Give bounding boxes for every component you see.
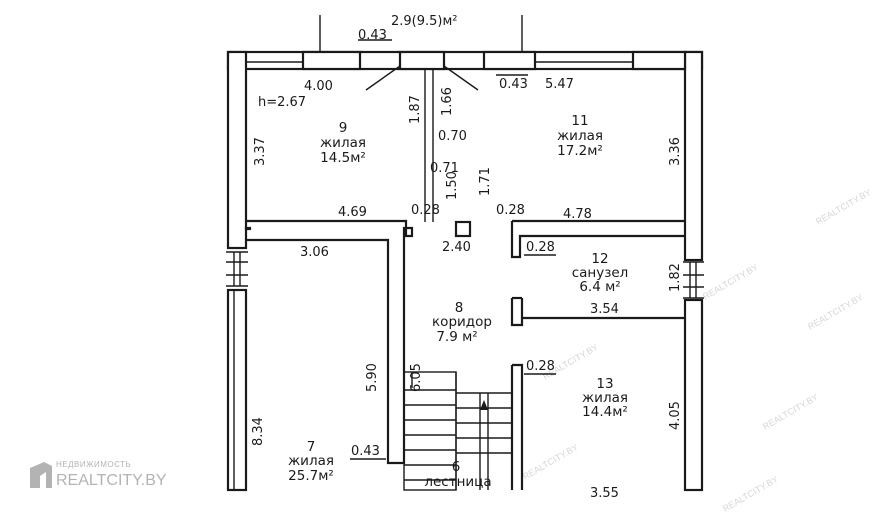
dimension-label: 0.43 — [358, 28, 387, 43]
watermark-text: REALTCITY.BY — [814, 187, 873, 227]
dimension-label: 3.36 — [668, 137, 683, 166]
logo-tagline: НЕДВИЖИМОСТЬ — [56, 460, 131, 469]
dimension-label: 3.55 — [590, 486, 619, 501]
staircase — [403, 371, 512, 491]
room-11: 11 жилая 17.2м² — [557, 113, 603, 159]
room-number: 9 — [339, 120, 348, 136]
watermark-text: REALTCITY.BY — [521, 442, 580, 482]
dimension-label: 0.71 — [430, 161, 459, 176]
dimension-label: 6.05 — [409, 363, 424, 392]
watermark-text: REALTCITY.BY — [701, 262, 760, 302]
room-number: 13 — [596, 376, 613, 392]
room-area: 7.9 м² — [436, 329, 477, 345]
dimension-label: 1.50 — [445, 171, 460, 200]
dimension-label: 8.34 — [251, 417, 266, 446]
dimension-label: 3.06 — [300, 245, 329, 260]
dimension-label: 0.28 — [411, 203, 440, 218]
dimension-label: 2.9(9.5)м² — [391, 14, 458, 29]
room-number: 11 — [571, 113, 588, 129]
dimension-label: 1.87 — [408, 95, 423, 124]
watermark-text: REALTCITY.BY — [721, 474, 780, 514]
room-type: лестница — [424, 474, 491, 490]
dimension-label: 2.40 — [442, 240, 471, 255]
dimension-label: 3.37 — [253, 137, 268, 166]
room-type: жилая — [582, 390, 628, 406]
dimension-label: 0.28 — [526, 359, 555, 374]
watermark-text: REALTCITY.BY — [761, 392, 820, 432]
room-13: 13 жилая 14.4м² — [582, 376, 628, 420]
site-logo: НЕДВИЖИМОСТЬ REALTCITY.BY — [30, 460, 167, 489]
room-area: 14.5м² — [320, 150, 366, 166]
dimension-label: 1.71 — [478, 167, 493, 196]
watermark-text: REALTCITY.BY — [806, 292, 865, 332]
room-area: 14.4м² — [582, 404, 628, 420]
room-7: 7 жилая 25.7м² — [288, 439, 334, 484]
dimension-label: 0.43 — [499, 77, 528, 92]
dimension-label: 0.70 — [438, 129, 467, 144]
left-window — [226, 251, 248, 490]
room-number: 8 — [455, 300, 464, 316]
top-fragment — [319, 15, 523, 52]
room-type: жилая — [320, 135, 366, 151]
right-window — [683, 261, 704, 299]
dimension-label: 4.78 — [563, 207, 592, 222]
dimension-label: 0.28 — [496, 203, 525, 218]
room-number: 7 — [307, 439, 316, 455]
dimension-label: 0.28 — [526, 240, 555, 255]
top-windows — [246, 50, 687, 71]
dimension-label: 0.43 — [351, 444, 380, 459]
room-area: 6.4 м² — [579, 279, 620, 295]
room-area: 25.7м² — [288, 468, 334, 484]
dimension-label: h=2.67 — [258, 95, 306, 110]
room-area: 17.2м² — [557, 143, 603, 159]
room-6: 6 лестница — [424, 459, 491, 490]
logo-text: REALTCITY.BY — [56, 472, 167, 489]
room-number: 6 — [452, 459, 461, 475]
dimension-label: 1.66 — [440, 87, 455, 116]
room-12: 12 санузел 6.4 м² — [572, 251, 629, 295]
room-type: санузел — [572, 265, 629, 281]
dimension-labels: 0.43 4.00 0.43 5.47 h=2.67 1.87 1.66 0.7… — [251, 28, 683, 501]
dimension-label: 5.47 — [545, 77, 574, 92]
dimension-label: 3.54 — [590, 302, 619, 317]
room-type: коридор — [432, 314, 492, 330]
interior-walls — [244, 65, 685, 490]
dimension-label: 4.69 — [338, 205, 367, 220]
exterior-walls — [226, 50, 704, 492]
dimension-label: 4.00 — [304, 79, 333, 94]
room-9: 9 жилая 14.5м² — [320, 120, 366, 166]
dimension-label: 4.05 — [668, 401, 683, 430]
dimension-label: 1.82 — [668, 263, 683, 292]
room-number: 12 — [591, 251, 608, 267]
dimension-label: 5.90 — [365, 363, 380, 392]
room-type: жилая — [557, 128, 603, 144]
room-type: жилая — [288, 453, 334, 469]
logo-icon — [30, 462, 52, 488]
room-8: 8 коридор 7.9 м² — [432, 300, 492, 345]
